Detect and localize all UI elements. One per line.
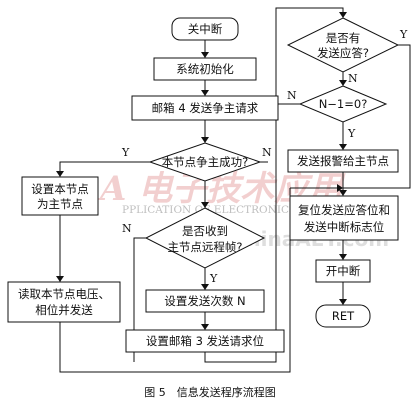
label-y-recv: Y [209, 272, 218, 285]
sys-init-label: 系统初始化 [176, 62, 234, 76]
label-y-win: Y [121, 146, 130, 159]
process-set-count [145, 289, 265, 313]
set-count-label: 设置发送次数 N [164, 294, 245, 308]
reply-line2: 发送应答? [317, 46, 369, 60]
process-on-interrupt [315, 259, 371, 283]
terminal-off-interrupt [171, 17, 239, 41]
recv-frame-line1: 是否收到 [182, 224, 228, 238]
read-line2: 相位并发送 [35, 303, 93, 317]
mailbox4-label: 邮箱 4 发送争主请求 [152, 101, 259, 115]
set-master-line2: 为主节点 [37, 197, 83, 211]
process-set-master [21, 176, 99, 216]
read-line1: 读取本节点电压、 [18, 287, 110, 301]
mailbox3-label: 设置邮箱 3 发送请求位 [146, 334, 264, 348]
process-mailbox3 [125, 329, 285, 353]
n-check-label: N−1=0? [319, 97, 368, 111]
decision-n-check [298, 85, 388, 123]
set-master-line1: 设置本节点 [31, 182, 89, 196]
process-sys-init [153, 57, 257, 81]
label-y-reply: Y [399, 28, 408, 41]
recv-frame-line2: 主节点远程帧? [167, 240, 242, 254]
label-y-ncheck: Y [347, 127, 356, 140]
process-read-send [7, 281, 121, 323]
label-n-reply: N [348, 72, 358, 85]
alarm-label: 发送报警给主节点 [297, 154, 389, 168]
decision-has-reply [286, 17, 400, 73]
process-mailbox4 [131, 95, 279, 121]
label-n-win: N [262, 146, 272, 159]
ret-label: RET [332, 309, 355, 323]
win-master-label: 本节点争主成功? [162, 155, 249, 169]
on-interrupt-label: 开中断 [326, 264, 361, 278]
decision-win-master [148, 142, 262, 182]
process-alarm [287, 149, 399, 173]
label-n-recv: N [122, 222, 132, 235]
label-n-ncheck: N [287, 89, 297, 102]
reset-line2: 发送中断标志位 [304, 220, 385, 234]
decision-recv-frame [144, 207, 266, 269]
reset-line1: 复位发送应答位和 [298, 203, 390, 217]
connectors [56, 7, 411, 373]
off-interrupt-label: 关中断 [188, 22, 223, 36]
terminal-ret [315, 304, 371, 328]
process-reset [289, 195, 399, 241]
reply-line1: 是否有 [326, 31, 361, 45]
figure-caption: 图 5 信息发送程序流程图 [144, 385, 276, 399]
